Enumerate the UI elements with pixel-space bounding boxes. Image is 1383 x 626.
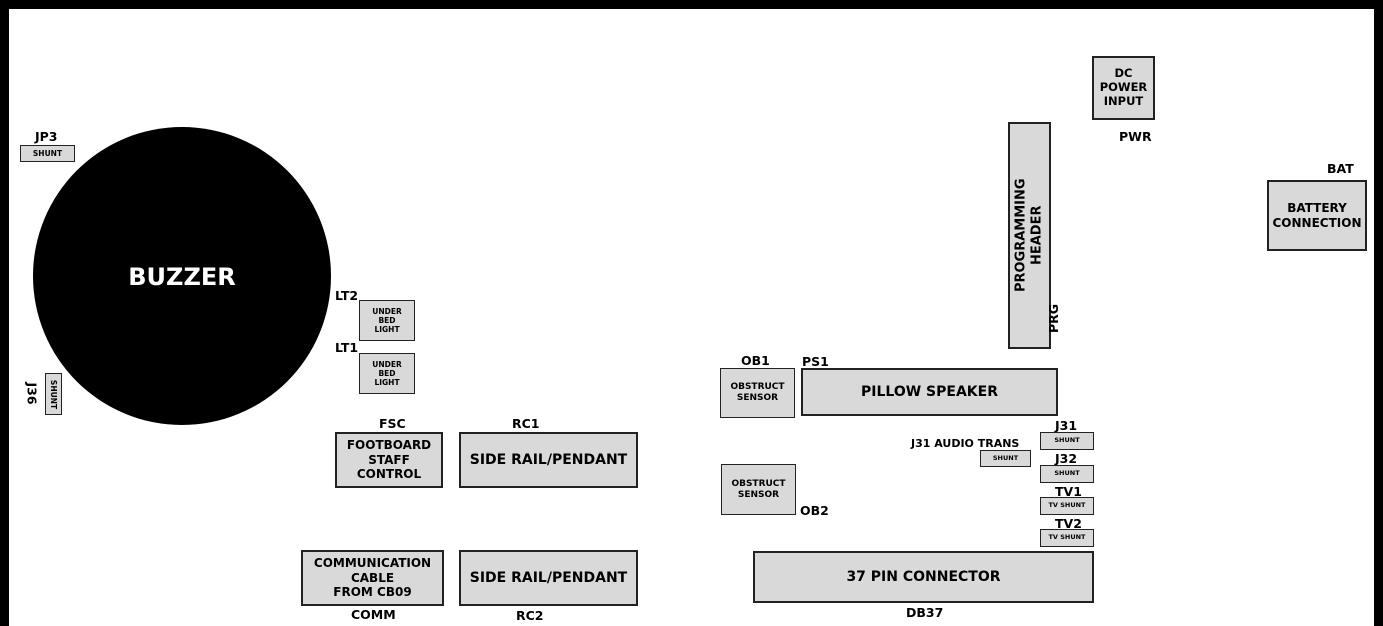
pillow-speaker: PILLOW SPEAKER (801, 368, 1058, 416)
tv2-shunt: TV SHUNT (1040, 529, 1094, 547)
audio-trans-shunt-text: SHUNT (992, 453, 1019, 462)
tv2-label: TV2 (1055, 516, 1082, 531)
37-pin-connector: 37 PIN CONNECTOR (753, 551, 1094, 603)
rc1-text: SIDE RAIL/PENDANT (469, 451, 628, 468)
dc-power-input: DC POWER INPUT (1092, 56, 1155, 120)
j31-label: J31 (1055, 418, 1078, 433)
fsc-line-1: FOOTBOARD (346, 438, 432, 453)
tv1-shunt-text: TV SHUNT (1048, 501, 1086, 510)
buzzer-label: BUZZER (128, 263, 236, 291)
j32-label: J32 (1055, 451, 1078, 466)
ps1-text: PILLOW SPEAKER (861, 383, 998, 400)
programming-header: PROGRAMMING HEADER (1008, 122, 1051, 349)
fsc-line-2: STAFF (368, 452, 410, 467)
db37-label: DB37 (906, 605, 944, 620)
jp3-label: JP3 (35, 129, 58, 144)
j31-shunt-text: SHUNT (1054, 436, 1080, 445)
comm-line-3: FROM CB09 (333, 585, 412, 600)
j36-label: J36 (24, 382, 40, 405)
jp3-shunt: SHUNT (20, 145, 75, 162)
side-rail-pendant-rc1: SIDE RAIL/PENDANT (459, 432, 638, 488)
ps1-label: PS1 (802, 354, 829, 369)
buzzer: BUZZER (33, 127, 331, 425)
lt1-line-2: BED (378, 369, 396, 378)
obstruct-sensor-ob1: OBSTRUCT SENSOR (720, 368, 795, 418)
lt1-line-3: LIGHT (374, 378, 400, 387)
tv1-shunt: TV SHUNT (1040, 497, 1094, 515)
rc2-text: SIDE RAIL/PENDANT (469, 569, 628, 586)
tv2-shunt-text: TV SHUNT (1048, 533, 1086, 542)
prg-line-2: HEADER (1029, 205, 1045, 266)
jp3-shunt-text: SHUNT (32, 149, 63, 158)
lt2-line-1: UNDER (372, 307, 402, 316)
bat-label: BAT (1327, 161, 1354, 176)
side-rail-pendant-rc2: SIDE RAIL/PENDANT (459, 550, 638, 606)
lt2-line-3: LIGHT (374, 325, 400, 334)
bat-line-2: CONNECTION (1272, 215, 1362, 230)
j36-shunt-text: SHUNT (49, 379, 59, 409)
lt2-line-2: BED (378, 316, 396, 325)
battery-connection: BATTERY CONNECTION (1267, 180, 1367, 251)
pwr-line-3: INPUT (1103, 93, 1144, 108)
pwr-label: PWR (1119, 129, 1152, 144)
ob1-label: OB1 (741, 353, 770, 368)
lt1-label: LT1 (335, 340, 359, 355)
j36-shunt: SHUNT (45, 373, 62, 415)
audio-trans-shunt: SHUNT (980, 450, 1031, 467)
comm-line-2: CABLE (350, 570, 395, 585)
bat-line-1: BATTERY (1287, 201, 1347, 216)
prg-label: PRG (1046, 303, 1061, 333)
j32-shunt: SHUNT (1040, 465, 1094, 483)
ob2-label: OB2 (800, 503, 829, 518)
ob1-line-1: OBSTRUCT (730, 382, 785, 393)
rc2-label: RC2 (516, 608, 544, 623)
fsc-line-3: CONTROL (356, 467, 422, 482)
j32-shunt-text: SHUNT (1054, 469, 1080, 478)
ob1-line-2: SENSOR (736, 393, 779, 403)
rc1-label: RC1 (512, 416, 540, 431)
fsc-label: FSC (379, 416, 406, 431)
pwr-line-1: DC (1114, 66, 1133, 81)
lt1-under-bed-light: UNDER BED LIGHT (359, 353, 415, 394)
j31-shunt: SHUNT (1040, 432, 1094, 450)
prg-line-1: PROGRAMMING (1013, 178, 1029, 293)
lt2-label: LT2 (335, 288, 359, 303)
communication-cable: COMMUNICATION CABLE FROM CB09 (301, 550, 444, 606)
ob2-line-1: OBSTRUCT (731, 478, 786, 489)
db37-text: 37 PIN CONNECTOR (846, 568, 1001, 585)
lt2-under-bed-light: UNDER BED LIGHT (359, 300, 415, 341)
footboard-staff-control: FOOTBOARD STAFF CONTROL (335, 432, 443, 488)
comm-label: COMM (351, 607, 396, 622)
j31-audio-trans-label: J31 AUDIO TRANS (911, 437, 1020, 450)
ob2-line-2: SENSOR (737, 489, 780, 500)
pwr-line-2: POWER (1099, 80, 1148, 95)
comm-line-1: COMMUNICATION (313, 556, 432, 571)
obstruct-sensor-ob2: OBSTRUCT SENSOR (721, 464, 796, 515)
tv1-label: TV1 (1055, 484, 1082, 499)
lt1-line-1: UNDER (372, 360, 402, 369)
